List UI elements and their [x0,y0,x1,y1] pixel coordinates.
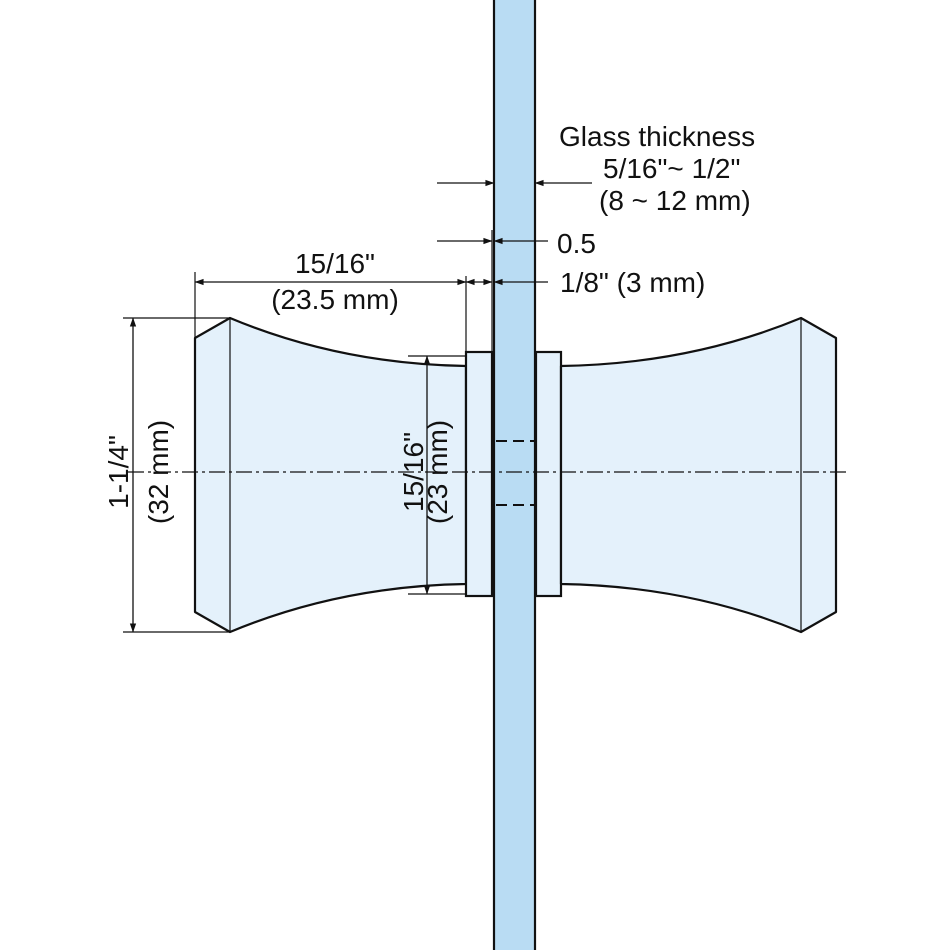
gap-value: 0.5 [557,228,596,259]
knob-diameter-metric: (32 mm) [143,420,174,524]
glass-panel [492,0,537,950]
washer-value: 1/8" (3 mm) [560,267,705,298]
glass-thickness-title: Glass thickness [559,121,755,152]
knob-length-metric: (23.5 mm) [271,284,399,315]
knob-diameter-imperial: 1-1/4" [103,435,134,509]
left-washer [464,350,494,598]
right-washer [534,350,563,598]
glass-thickness-imperial: 5/16"~ 1/2" [603,153,740,184]
right-knob-body [559,316,838,634]
glass-thickness-metric: (8 ~ 12 mm) [599,185,751,216]
neck-diameter-imperial: 15/16" [398,432,429,512]
knob-length-imperial: 15/16" [295,248,375,279]
neck-diameter-metric: (23 mm) [422,420,453,524]
